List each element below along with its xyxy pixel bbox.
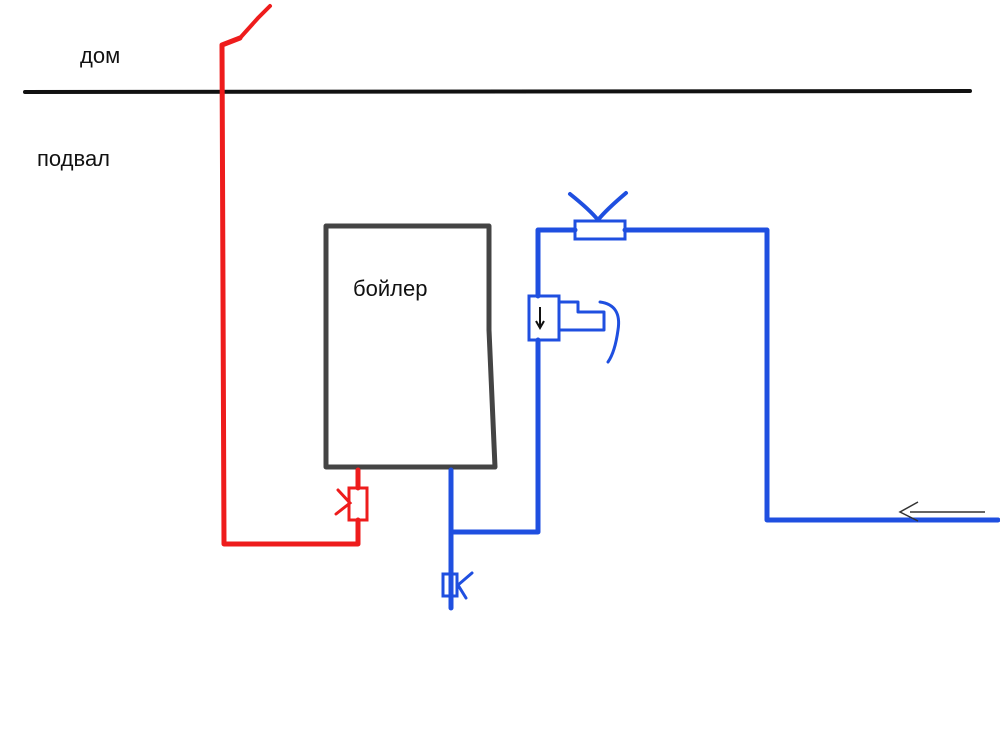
arrow-left-icon — [898, 501, 985, 522]
basement-label: подвал — [37, 146, 110, 171]
safety-valve-icon — [527, 294, 621, 364]
valve-icon — [568, 191, 628, 241]
faucet-icon — [238, 4, 272, 40]
boiler-label: бойлер — [353, 276, 427, 301]
valve-icon — [334, 486, 369, 522]
hot-water-pipe — [219, 35, 361, 547]
boiler-tank — [323, 223, 498, 470]
floor-line — [23, 89, 972, 94]
cold-water-pipe — [448, 227, 1000, 611]
drain-valve-icon — [441, 571, 474, 600]
house-label: дом — [80, 43, 120, 68]
